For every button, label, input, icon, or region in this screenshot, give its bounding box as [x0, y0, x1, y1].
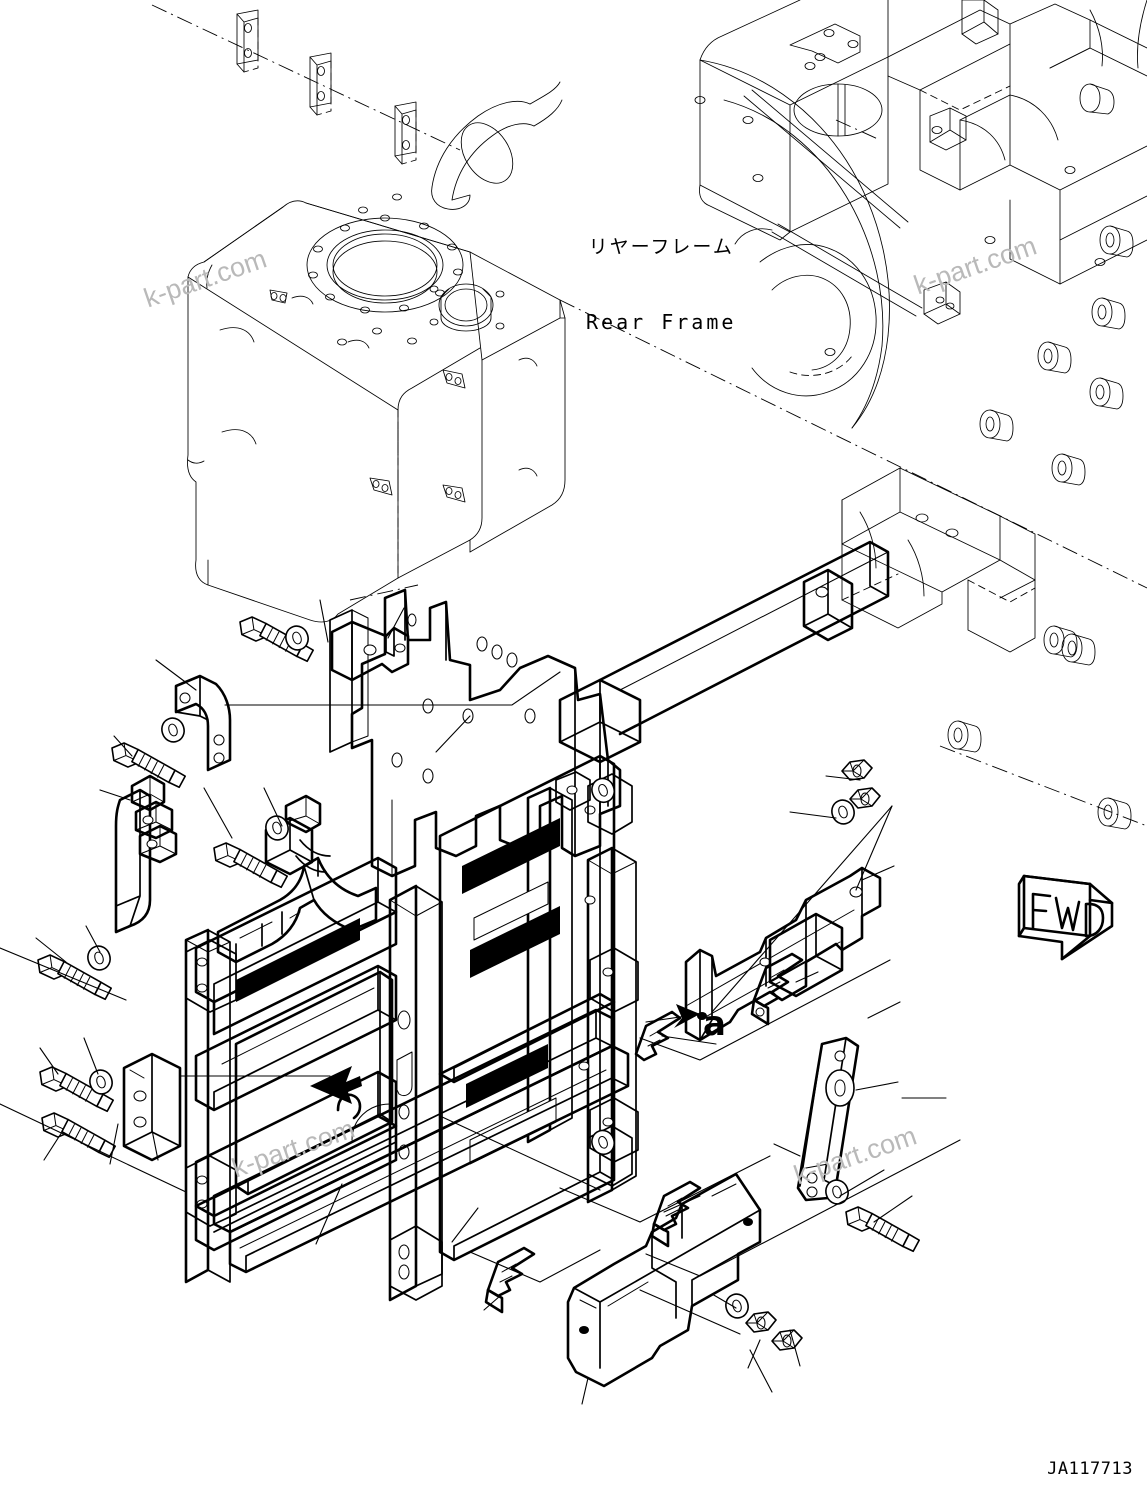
lifting-eye: [431, 81, 563, 210]
rear-frame-label-jp: リヤーフレーム: [588, 236, 734, 258]
assembly-axis-3: [349, 584, 419, 601]
frame-arm-left: [329, 609, 369, 753]
frame-post-center: [388, 884, 443, 1302]
drawing-number: JA117713: [1047, 1459, 1133, 1479]
upper-crossmember: [558, 540, 890, 764]
assembly-axis-2: [939, 745, 1147, 827]
leader-lines: [0, 599, 961, 1405]
transmission-housing: [187, 193, 566, 623]
lower-splash-guard-assembly: [484, 1172, 803, 1388]
hose-route-bracket: [216, 856, 378, 964]
section-marker-a: a: [703, 1004, 727, 1044]
rear-frame-label-en: Rear Frame: [586, 310, 737, 334]
rear-frame-weldment: [694, 0, 1147, 653]
radiator-guard-frame: [184, 540, 890, 1302]
right-cover-panel-assembly: [634, 759, 882, 1062]
right-vertical-bracket-assembly: [796, 1036, 924, 1253]
assembly-axis-1: [559, 299, 1147, 589]
left-strap-bracket: [114, 774, 178, 934]
rear-frame-label: リヤーフレーム Rear Frame: [586, 185, 736, 385]
upper-left-rail: [194, 856, 398, 1036]
frame-post-inner-right: [526, 786, 573, 1144]
upper-bracket-assembly: [234, 614, 410, 682]
bottom-rail: [228, 1044, 630, 1274]
fwd-arrow-symbol: [1017, 874, 1114, 961]
corner-pads-right: [587, 773, 633, 1187]
left-u-bracket-assembly: [106, 674, 232, 789]
middle-left-rail: [194, 964, 398, 1112]
phantom-reference-geometry: [151, 0, 1147, 830]
